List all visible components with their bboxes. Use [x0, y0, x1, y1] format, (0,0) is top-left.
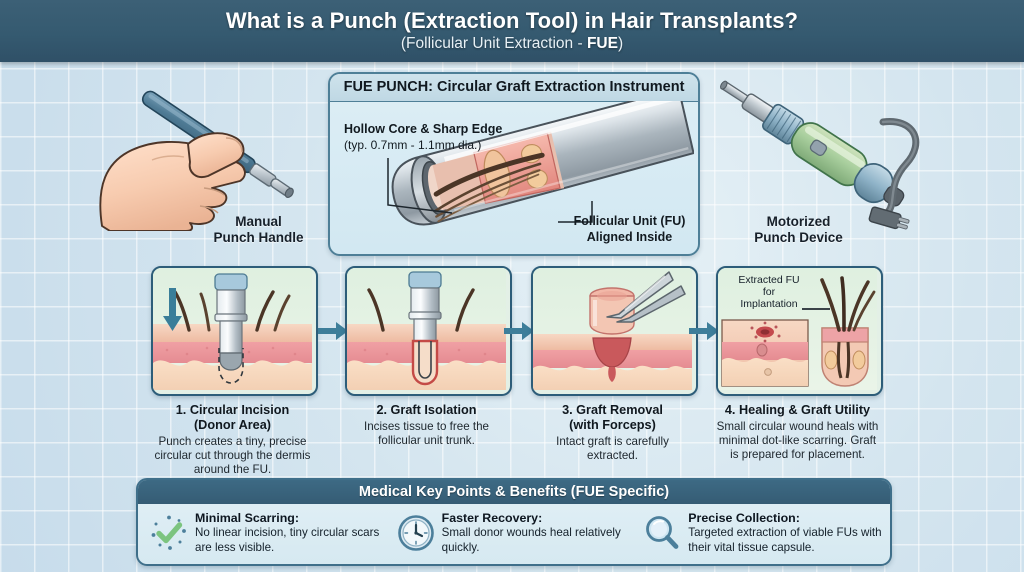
- step-arrow-1-to-2-icon: [318, 322, 348, 340]
- magnifier-icon: [646, 516, 679, 549]
- benefit-precise-collection-text: Precise Collection: Targeted extraction …: [688, 511, 884, 555]
- benefit-faster-recovery-body: Small donor wounds heal relatively quick…: [441, 526, 621, 554]
- motorized-punch-illustration: [720, 80, 920, 230]
- hollow-core-label-title: Hollow Core & Sharp Edge: [344, 122, 503, 136]
- punch-card-title: FUE PUNCH: Circular Graft Extraction Ins…: [330, 74, 698, 102]
- step-2-illustration: [345, 266, 512, 396]
- benefit-minimal-scarring-heading: Minimal Scarring:: [195, 511, 299, 526]
- step-4-annotation-line2: for: [762, 286, 776, 299]
- benefits-row: Minimal Scarring: No linear incision, ti…: [138, 504, 890, 562]
- step-1: 1. Circular Incision (Donor Area) Punch …: [151, 266, 318, 477]
- benefit-faster-recovery: Faster Recovery: Small donor wounds heal…: [391, 511, 638, 555]
- step-1-illustration: [151, 266, 318, 396]
- motorized-punch-caption: Motorized Punch Device: [716, 214, 881, 246]
- follicular-unit-label: Follicular Unit (FU) Aligned Inside: [562, 214, 697, 245]
- step-3-title-line1: 3. Graft Removal: [562, 403, 663, 417]
- header-banner: What is a Punch (Extraction Tool) in Hai…: [0, 0, 1024, 62]
- clock-icon: [397, 515, 434, 551]
- step-2-title: 2. Graft Isolation: [376, 403, 477, 417]
- benefit-minimal-scarring-text: Minimal Scarring: No linear incision, ti…: [195, 511, 391, 555]
- step-4-description: Small circular wound heals with minimal …: [716, 419, 879, 462]
- benefit-precise-collection: Precise Collection: Targeted extraction …: [637, 511, 884, 555]
- step-3-illustration: [531, 266, 698, 396]
- step-1-title-line1: 1. Circular Incision: [175, 403, 290, 417]
- check-sparkle-icon: [151, 515, 186, 550]
- hollow-core-label: Hollow Core & Sharp Edge (typ. 0.7mm - 1…: [344, 122, 519, 153]
- motorized-caption-line1: Motorized: [766, 214, 831, 229]
- motorized-caption-line2: Punch Device: [754, 230, 843, 246]
- step-1-description: Punch creates a tiny, precise circular c…: [154, 434, 311, 477]
- manual-punch-illustration: [99, 90, 294, 231]
- subtitle-prefix: (Follicular Unit Extraction -: [400, 35, 587, 53]
- manual-caption-line1: Manual: [235, 214, 282, 229]
- benefit-minimal-scarring: Minimal Scarring: No linear incision, ti…: [144, 511, 391, 555]
- benefits-panel: Medical Key Points & Benefits (FUE Speci…: [136, 478, 892, 566]
- benefit-minimal-scarring-body: No linear incision, tiny circular scars …: [195, 526, 380, 554]
- punch-cross-section-illustration: [387, 101, 694, 226]
- fu-label-line1: Follicular Unit (FU): [573, 214, 686, 228]
- hollow-core-label-sub: (typ. 0.7mm - 1.1mm dia.): [344, 137, 482, 152]
- step-3: 3. Graft Removal (with Forceps) Intact g…: [531, 266, 698, 463]
- step-3-description: Intact graft is carefully extracted.: [556, 434, 669, 463]
- step-2: 2. Graft Isolation Incises tissue to fre…: [345, 266, 512, 448]
- step-arrow-3-to-4-icon: [689, 322, 719, 340]
- step-4-annotation-line1: Extracted FU: [738, 274, 800, 286]
- step-4-annotation-line3: Implantation: [740, 298, 798, 311]
- fu-label-line2: Aligned Inside: [586, 229, 673, 244]
- step-3-title-line2: (with Forceps): [569, 417, 656, 432]
- page-subtitle: (Follicular Unit Extraction - FUE): [401, 35, 623, 53]
- punch-detail-card: FUE PUNCH: Circular Graft Extraction Ins…: [328, 72, 700, 256]
- benefits-panel-title: Medical Key Points & Benefits (FUE Speci…: [138, 480, 890, 504]
- step-3-title: 3. Graft Removal (with Forceps): [531, 403, 694, 433]
- step-1-title-line2: (Donor Area): [193, 417, 272, 432]
- manual-caption-line2: Punch Handle: [213, 230, 304, 246]
- step-4: Extracted FU for Implantation 4. Healing…: [716, 266, 883, 462]
- benefit-precise-collection-body: Targeted extraction of viable FUs with t…: [688, 526, 882, 554]
- manual-punch-caption: Manual Punch Handle: [176, 214, 341, 246]
- insertion-arrow-icon: [163, 288, 182, 331]
- benefit-precise-collection-heading: Precise Collection:: [688, 511, 800, 526]
- step-4-annotation: Extracted FU for Implantation: [726, 274, 812, 310]
- subtitle-acronym: FUE: [586, 35, 618, 53]
- step-4-title: 4. Healing & Graft Utility: [724, 403, 871, 417]
- subtitle-suffix: ): [617, 35, 624, 53]
- benefit-faster-recovery-text: Faster Recovery: Small donor wounds heal…: [442, 511, 638, 555]
- benefit-faster-recovery-heading: Faster Recovery:: [441, 511, 543, 526]
- step-arrow-2-to-3-icon: [504, 322, 534, 340]
- page-title: What is a Punch (Extraction Tool) in Hai…: [225, 7, 799, 33]
- step-4-illustration: Extracted FU for Implantation: [716, 266, 883, 396]
- step-1-title: 1. Circular Incision (Donor Area): [151, 403, 314, 433]
- step-2-description: Incises tissue to free the follicular un…: [363, 419, 490, 448]
